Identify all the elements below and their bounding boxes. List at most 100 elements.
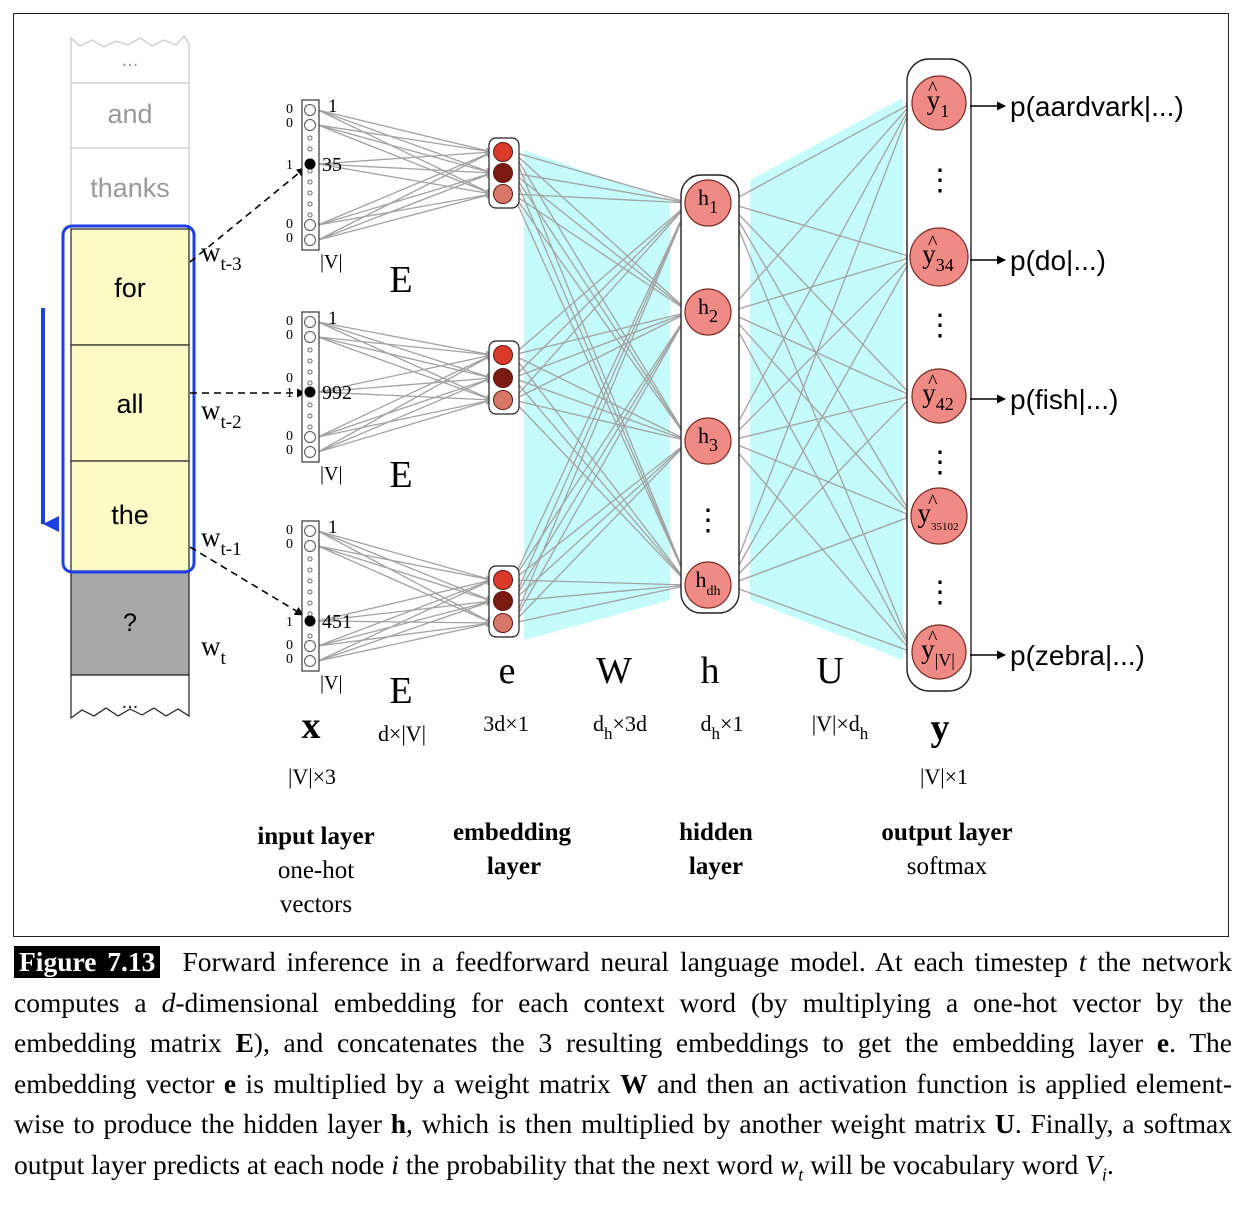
onehot-cell-small: [307, 611, 313, 617]
word-label-t: wt: [201, 631, 227, 669]
vector-label-x: x: [302, 705, 321, 747]
weight-edge: [317, 124, 493, 155]
onehot-cell-small: [307, 179, 313, 185]
onehot-top-index: 1: [328, 96, 338, 117]
onehot-cell-small: [307, 347, 313, 353]
weight-edge: [317, 191, 493, 226]
output-hat: ^: [928, 371, 938, 393]
weight-edge: [512, 151, 690, 442]
word-cell-unknown: [70, 570, 190, 676]
output-ellipsis-1: ⋮: [925, 164, 955, 197]
weight-edge: [317, 321, 493, 401]
vector-label-e: e: [499, 650, 516, 692]
weight-edge: [317, 171, 493, 226]
matrix-label-e-3: E: [389, 670, 412, 712]
weight-edge: [317, 163, 493, 197]
dim-w: dh×3d: [593, 711, 647, 743]
weight-edge: [317, 530, 493, 603]
onehot-size-label: |V|: [320, 672, 342, 694]
weight-edge: [317, 336, 493, 358]
weight-edge: [512, 582, 690, 602]
weight-edge: [317, 192, 493, 241]
output-probability-label: p(zebra|...): [1010, 640, 1145, 671]
onehot-cell-small: [307, 402, 313, 408]
matrix-label-e-2: E: [389, 454, 412, 496]
weight-edge: [317, 545, 493, 583]
weight-edge: [512, 172, 690, 206]
weight-edge: [317, 578, 493, 647]
onehot-cell-small: [307, 600, 313, 606]
onehot-cell-small: [307, 146, 313, 152]
onehot-zero: 0: [286, 523, 293, 538]
weight-edge: [317, 354, 493, 453]
dim-e-vector: 3d×1: [483, 711, 528, 736]
lookup-arrow-1: [189, 167, 306, 263]
onehot-active-cell: [304, 615, 316, 627]
vector-label-h: h: [701, 650, 720, 692]
weight-edge: [727, 514, 913, 586]
onehot-cell-small: [307, 589, 313, 595]
weight-edge: [512, 440, 690, 581]
word-label-t-2: wt-2: [201, 395, 242, 433]
context-window-highlight: [61, 224, 196, 574]
embedding-node: [493, 368, 513, 388]
onehot-size-label: |V|: [320, 463, 342, 485]
output-hat: ^: [928, 232, 938, 254]
embedding-layer-nodes: [488, 137, 520, 638]
output-node: [911, 368, 967, 424]
output-node-label: y34: [922, 239, 954, 275]
weight-edge: [727, 311, 913, 517]
onehot-cell-small: [307, 201, 313, 207]
weight-edge: [512, 202, 690, 624]
hidden-node: [684, 288, 732, 336]
weight-edge: [512, 202, 690, 379]
weight-edge: [317, 530, 493, 582]
onehot-cell: [304, 104, 316, 116]
onehot-cell: [304, 331, 316, 343]
weight-edge: [512, 377, 690, 586]
output-ellipsis-4: ⋮: [925, 576, 955, 609]
weight-edge: [317, 598, 493, 622]
weight-edge: [317, 545, 493, 603]
onehot-cell-small: [307, 424, 313, 430]
output-node-label: y42: [922, 378, 954, 414]
weight-edge: [317, 397, 493, 438]
weight-edge: [317, 336, 493, 402]
layer-sub-output: softmax: [907, 853, 988, 880]
hidden-node: [684, 561, 732, 609]
dim-y: |V|×1: [920, 764, 968, 789]
weight-edge: [512, 202, 690, 401]
onehot-size-label: |V|: [320, 251, 342, 273]
column-bottom-torn-cell: [70, 674, 190, 720]
onehot-one: 1: [286, 158, 293, 173]
output-ellipsis-2: ⋮: [925, 309, 955, 342]
projection-planes: [524, 98, 903, 660]
layer-name-output: output layer: [881, 819, 1012, 846]
hidden-ellipsis: ⋮: [693, 504, 723, 537]
hidden-node-label: hdh: [696, 567, 721, 599]
weight-edge: [727, 102, 913, 204]
hidden-node: [684, 179, 732, 227]
onehot-index-label: 992: [322, 382, 352, 404]
embedding-node: [493, 184, 513, 204]
weight-edge: [317, 336, 493, 381]
onehot-one: 1: [286, 615, 293, 630]
hidden-node-label: h1: [698, 185, 718, 217]
weight-edge: [317, 321, 493, 358]
onehot-index-label: 35: [322, 154, 342, 176]
weight-edge: [727, 102, 914, 586]
dim-u: |V|×dh: [812, 711, 869, 743]
onehot-cell-small: [307, 369, 313, 375]
weight-edge: [317, 619, 493, 627]
word-cell-for: [70, 228, 190, 346]
weight-edge: [727, 440, 913, 653]
embedding-node: [493, 163, 513, 183]
matrix-labels: E E E e W h U x y: [302, 259, 950, 749]
word-text-the: the: [111, 500, 149, 530]
onehot-vector-frame: [301, 99, 320, 251]
weight-edge: [727, 440, 913, 517]
onehot-cell-small: [307, 212, 313, 218]
onehot-zero: 0: [286, 371, 293, 386]
word-label-t-1: wt-1: [201, 522, 242, 560]
